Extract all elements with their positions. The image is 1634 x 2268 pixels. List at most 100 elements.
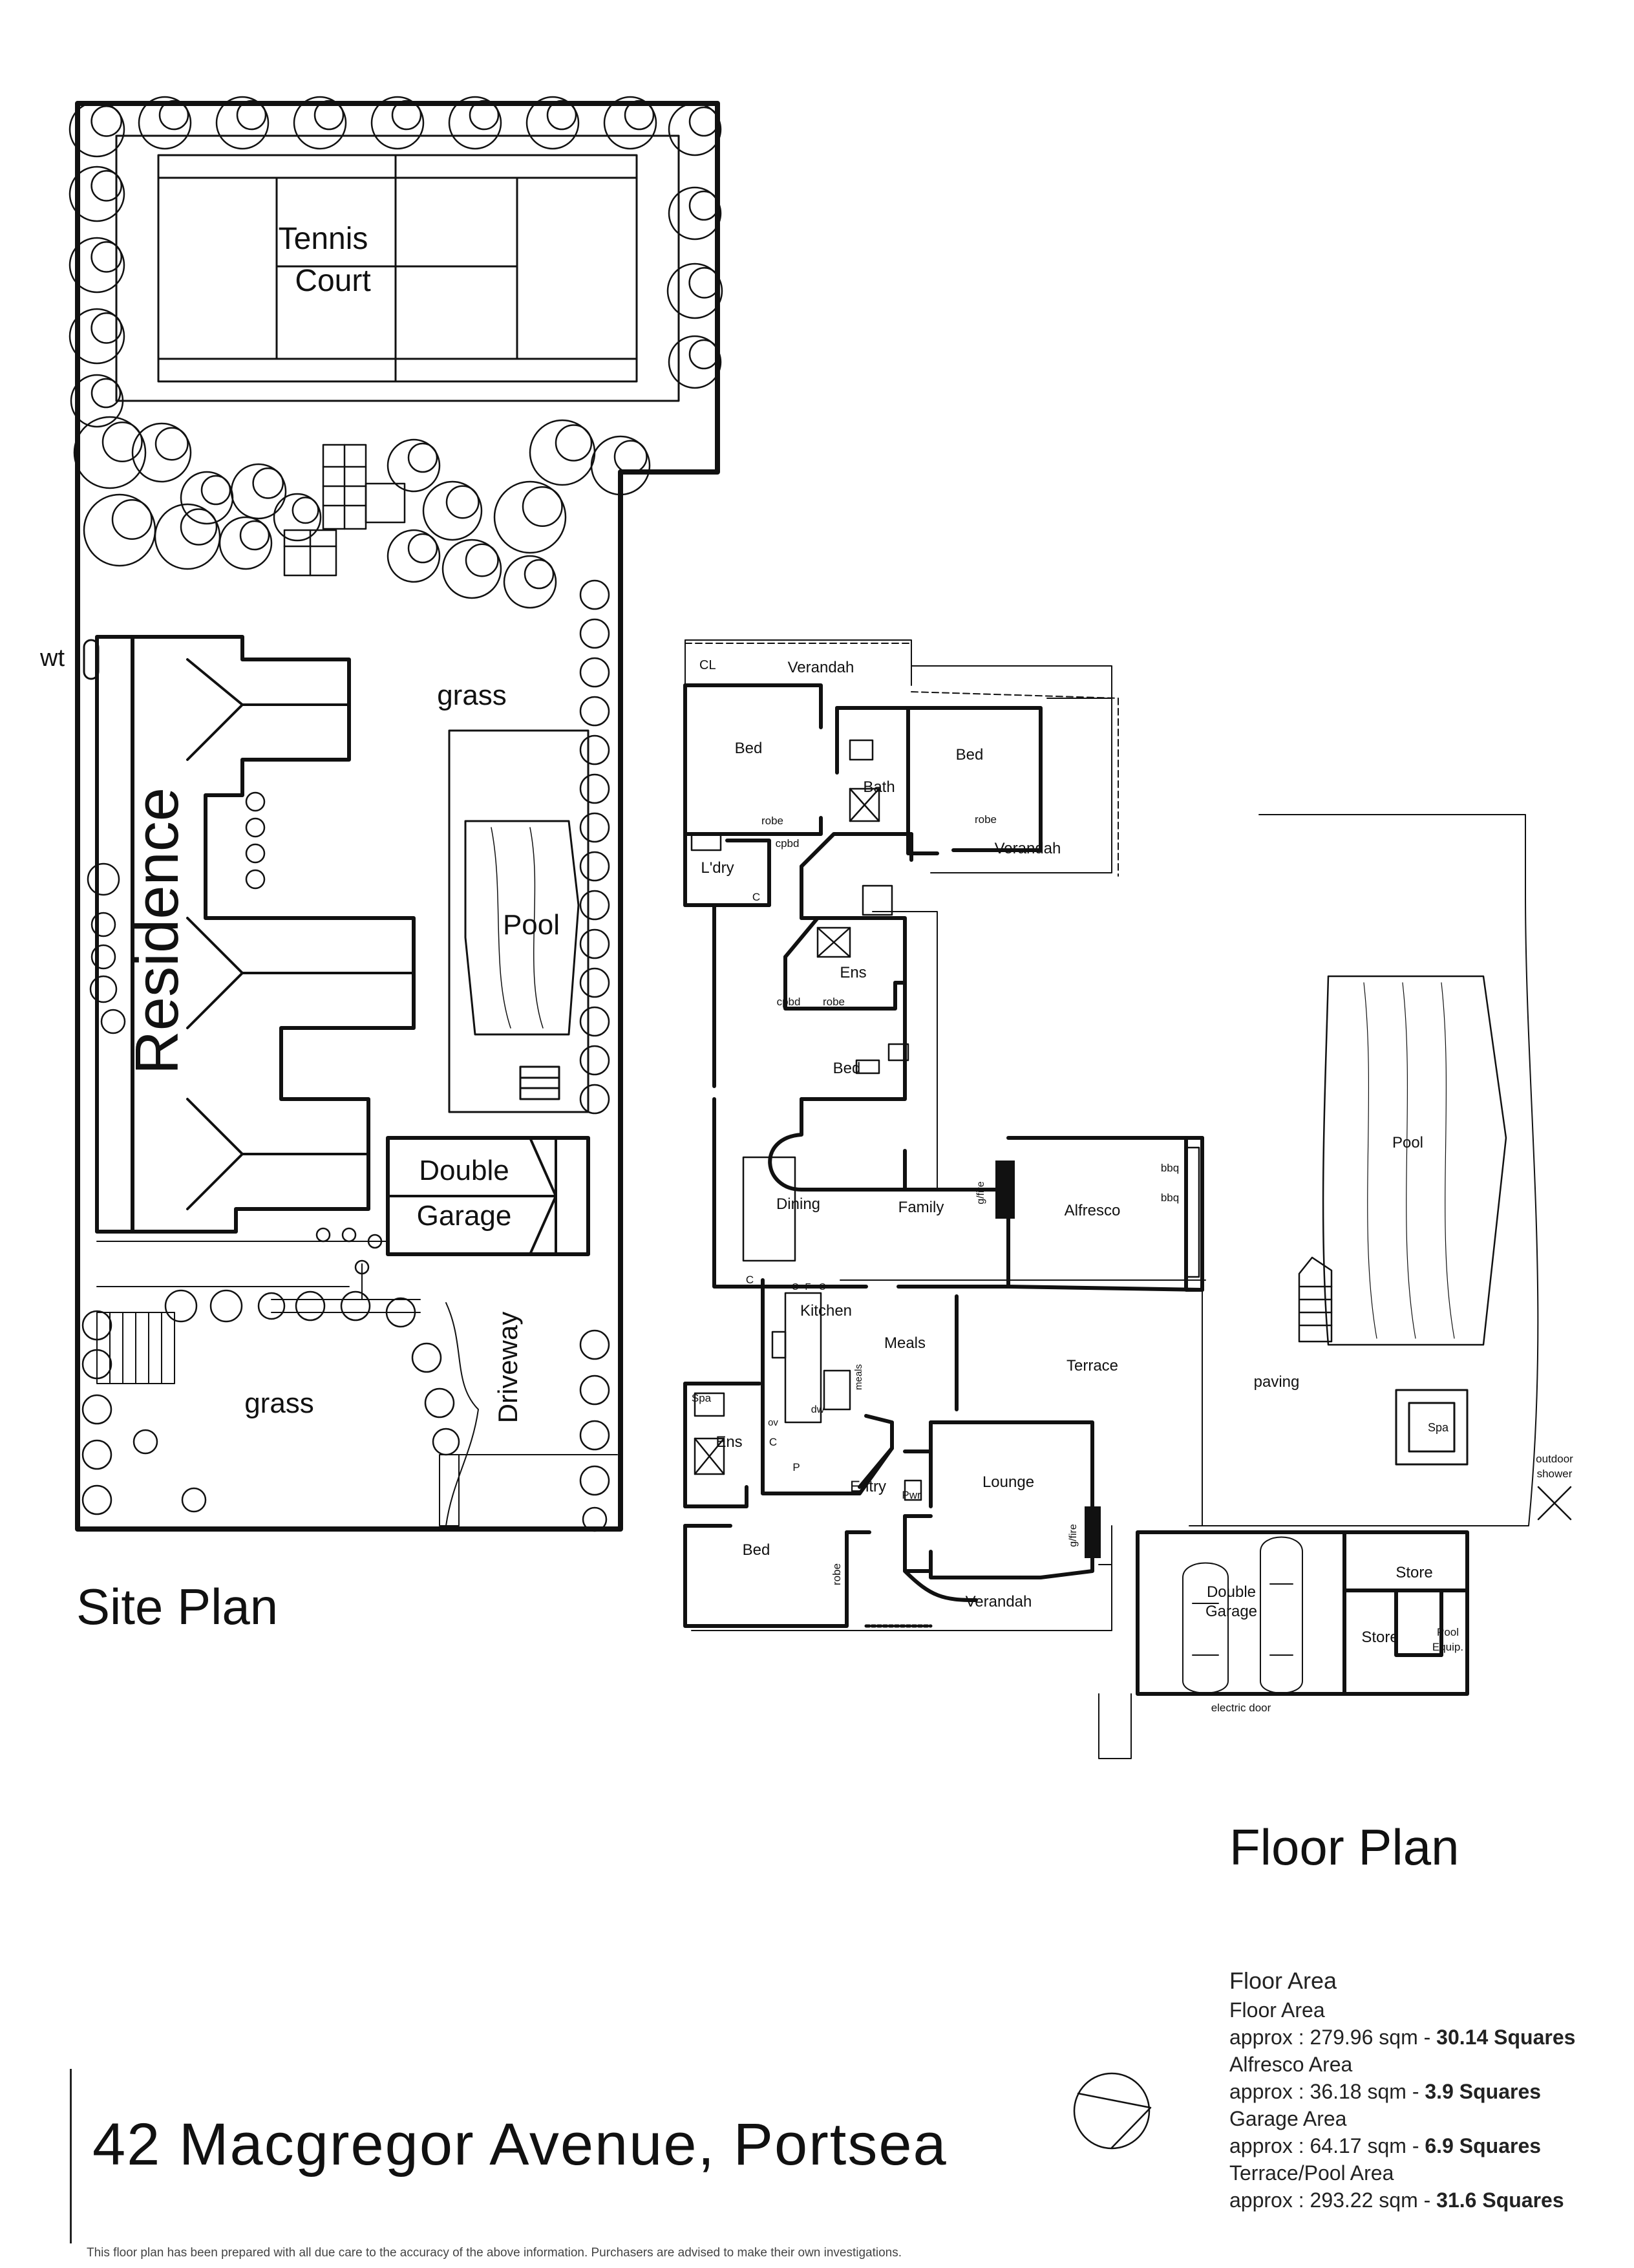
tree-canopy bbox=[81, 1439, 112, 1470]
tree-canopy-lobe bbox=[688, 190, 719, 221]
tree-canopy-lobe bbox=[555, 424, 593, 462]
tree-canopy bbox=[666, 262, 723, 319]
label-meals: Meals bbox=[884, 1334, 926, 1352]
label-bbq-2: bbq bbox=[1161, 1192, 1179, 1204]
label-c-4: C bbox=[819, 1281, 826, 1292]
tree-canopy bbox=[579, 1045, 610, 1076]
label-tennis: Tennis bbox=[279, 222, 368, 256]
tennis-court bbox=[115, 134, 680, 402]
label-floor-pool: Pool bbox=[1392, 1134, 1423, 1151]
tree-canopy bbox=[579, 618, 610, 649]
tree-canopy bbox=[668, 186, 722, 241]
tree-canopy-lobe bbox=[546, 100, 577, 131]
front-garden bbox=[96, 1312, 460, 1526]
label-residence: Residence bbox=[123, 787, 191, 1075]
outdoor-shower bbox=[1537, 1486, 1572, 1521]
tree-canopy bbox=[370, 96, 425, 150]
tree-canopy bbox=[133, 1429, 158, 1455]
area-label: Terrace/Pool Area bbox=[1229, 2161, 1394, 2185]
tree-canopy bbox=[579, 890, 610, 921]
tree-canopy-lobe bbox=[613, 440, 648, 474]
tree-canopy-lobe bbox=[239, 520, 270, 551]
property-address: 42 Macgregor Avenue, Portsea bbox=[92, 2112, 948, 2177]
area-value: approx : 36.18 sqm - 3.9 Squares bbox=[1229, 2080, 1542, 2103]
tree-canopy bbox=[69, 308, 125, 365]
tree-canopy bbox=[293, 96, 347, 150]
tree-canopy bbox=[582, 1506, 608, 1532]
tree-canopy bbox=[579, 1420, 610, 1451]
label-gfire-2: g/fire bbox=[1068, 1524, 1079, 1547]
tree-canopy bbox=[432, 1428, 460, 1456]
tree-canopy bbox=[579, 657, 610, 688]
tree-canopy-lobe bbox=[313, 100, 345, 131]
tree-canopy bbox=[493, 480, 567, 554]
area-value: approx : 64.17 sqm - 6.9 Squares bbox=[1229, 2134, 1542, 2157]
label-bath: Bath bbox=[863, 778, 895, 796]
tree-canopy bbox=[503, 555, 557, 609]
tree-canopy bbox=[441, 539, 502, 599]
label-dw: dw bbox=[811, 1404, 825, 1415]
tree-canopy-lobe bbox=[252, 467, 284, 499]
site-plan: Tennis Court wt grass Pool Residence Dou… bbox=[39, 96, 723, 1532]
label-store-2: Store bbox=[1361, 1629, 1398, 1646]
tree-canopy-lobe bbox=[90, 241, 123, 273]
tree-canopy bbox=[245, 791, 266, 812]
disclaimer: This floor plan has been prepared with a… bbox=[87, 2246, 902, 2260]
tree-canopy bbox=[69, 166, 125, 222]
tree-canopy bbox=[181, 1487, 207, 1513]
tree-canopy bbox=[579, 1375, 610, 1406]
label-verandah-bottom: Verandah bbox=[966, 1593, 1032, 1610]
tree-canopy-lobe bbox=[90, 312, 123, 344]
label-bed-4: Bed bbox=[743, 1541, 770, 1559]
tree-canopy bbox=[603, 96, 657, 150]
driveway bbox=[96, 1241, 618, 1526]
tree-canopy-lobe bbox=[688, 339, 719, 370]
label-site-garage-2: Garage bbox=[417, 1200, 512, 1232]
label-c-3: C bbox=[792, 1281, 799, 1292]
tree-canopy bbox=[525, 96, 580, 150]
tree-canopy-lobe bbox=[522, 486, 563, 527]
label-verandah-top: Verandah bbox=[788, 659, 854, 676]
label-gfire-1: g/fire bbox=[975, 1181, 986, 1204]
tree-canopy-lobe bbox=[524, 559, 555, 590]
tree-canopy-lobe bbox=[90, 105, 123, 137]
label-family: Family bbox=[898, 1199, 944, 1216]
tree-canopy bbox=[315, 1227, 331, 1243]
label-ens-1: Ens bbox=[840, 964, 866, 981]
area-label: Garage Area bbox=[1229, 2107, 1347, 2130]
label-c-2: C bbox=[746, 1274, 754, 1286]
interior-details bbox=[690, 739, 1200, 1501]
garden-beds bbox=[283, 444, 406, 577]
tree-canopy-lobe bbox=[158, 100, 189, 131]
label-floor-garage-1: Double bbox=[1207, 1583, 1256, 1601]
label-ldry: L'dry bbox=[701, 859, 734, 877]
label-cpbd-2: cpbd bbox=[777, 996, 801, 1008]
verandah-dashes bbox=[684, 643, 1119, 877]
label-terrace: Terrace bbox=[1066, 1357, 1118, 1375]
tree-canopy bbox=[295, 1290, 326, 1321]
north-compass bbox=[1073, 2072, 1152, 2150]
label-ens-2: Ens bbox=[716, 1433, 742, 1451]
site-boundary bbox=[75, 101, 720, 1532]
label-spa-1: Spa bbox=[1428, 1421, 1449, 1434]
tree-canopy bbox=[215, 96, 270, 150]
tree-canopy-lobe bbox=[407, 442, 438, 473]
tree-canopy bbox=[579, 1465, 610, 1496]
tree-canopy bbox=[579, 696, 610, 727]
label-outdoor-2: shower bbox=[1537, 1468, 1573, 1480]
tree-canopy bbox=[668, 335, 722, 389]
label-cpbd-1: cpbd bbox=[776, 837, 800, 850]
fireplace-family bbox=[995, 1161, 1015, 1219]
tree-canopy bbox=[69, 237, 125, 294]
site-garage bbox=[386, 1136, 590, 1256]
tree-canopy bbox=[131, 422, 192, 483]
tree-canopy bbox=[424, 1387, 455, 1418]
label-robe-2: robe bbox=[975, 813, 997, 826]
tree-canopy-lobe bbox=[391, 100, 422, 131]
tree-canopy bbox=[579, 1084, 610, 1115]
tree-canopy-lobe bbox=[90, 170, 123, 202]
tree-canopy bbox=[579, 928, 610, 959]
label-pool-equip-2: Equip. bbox=[1432, 1641, 1463, 1653]
tree-canopy bbox=[70, 374, 124, 428]
label-entry: Entry bbox=[850, 1478, 886, 1495]
